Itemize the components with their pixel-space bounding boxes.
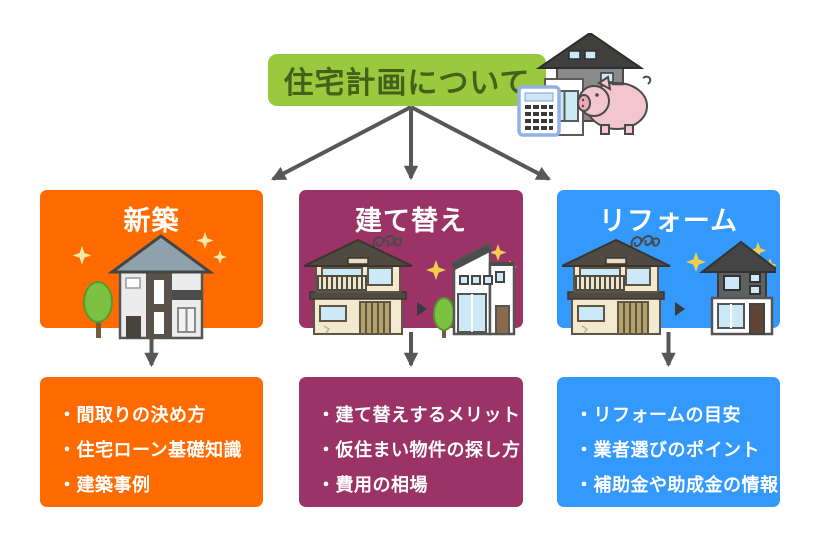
- modern-house-icon: [433, 241, 516, 338]
- topic-list-rebuild: ・建て替えするメリット ・仮住まい物件の探し方 ・費用の相場: [299, 377, 523, 503]
- category-rebuild-label: 建て替え: [355, 206, 467, 237]
- old-house-icon: [561, 238, 670, 335]
- category-rebuild: 建て替え: [299, 190, 523, 338]
- topic-item: ・費用の相場: [317, 475, 428, 496]
- topic-item: ・建築事例: [58, 475, 151, 496]
- category-new-build: 新築: [40, 190, 263, 340]
- title-box: 住宅計画について: [268, 54, 546, 106]
- category-reform-label: リフォーム: [598, 206, 739, 237]
- topic-list-new-build: ・間取りの決め方 ・住宅ローン基礎知識 ・建築事例: [40, 377, 263, 503]
- category-reform: リフォーム: [557, 190, 780, 336]
- scribble-icon: [629, 235, 660, 248]
- fan-arrow-left: [271, 105, 412, 181]
- piggy-bank-icon: [577, 75, 652, 135]
- topic-item: ・補助金や助成金の情報: [575, 475, 779, 496]
- sparkle-icon: [72, 232, 227, 265]
- calculator-icon: [517, 85, 561, 137]
- topic-list-reform: ・リフォームの目安 ・業者選びのポイント ・補助金や助成金の情報: [557, 377, 780, 503]
- detail-rebuild: ・建て替えするメリット ・仮住まい物件の探し方 ・費用の相場: [299, 377, 523, 507]
- renovated-house-icon: [698, 240, 776, 336]
- topic-item: ・建て替えするメリット: [317, 405, 521, 426]
- right-triangle-icon: [674, 302, 685, 316]
- topic-item: ・仮住まい物件の探し方: [317, 440, 521, 461]
- detail-reform: ・リフォームの目安 ・業者選びのポイント ・補助金や助成金の情報: [557, 377, 780, 507]
- topic-item: ・住宅ローン基礎知識: [58, 440, 243, 461]
- right-triangle-icon: [417, 302, 427, 316]
- scribble-icon: [372, 235, 403, 248]
- tree-icon: [82, 281, 113, 338]
- topic-item: ・間取りの決め方: [58, 405, 206, 426]
- new-house-icon: [106, 234, 215, 340]
- topic-item: ・リフォームの目安: [575, 405, 741, 426]
- diagram-title: 住宅計画について: [283, 66, 531, 101]
- old-house-icon: [304, 238, 413, 335]
- new-build-art: [72, 232, 227, 340]
- title-illustration: [517, 33, 652, 137]
- detail-new-build: ・間取りの決め方 ・住宅ローン基礎知識 ・建築事例: [40, 377, 263, 507]
- category-new-build-label: 新築: [123, 206, 180, 237]
- reform-art: [561, 235, 776, 336]
- rebuild-art: [304, 235, 517, 338]
- topic-item: ・業者選びのポイント: [575, 440, 760, 461]
